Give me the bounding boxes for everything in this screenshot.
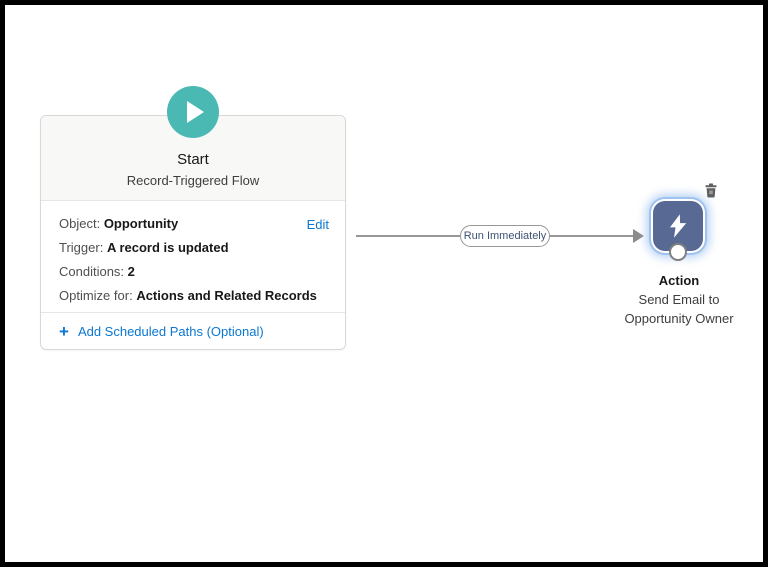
action-output-connector[interactable] [669, 243, 687, 261]
lightning-bolt-icon [669, 214, 687, 238]
field-object: Object: Opportunity [59, 212, 327, 236]
field-optimize-label: Optimize for: [59, 288, 133, 303]
trash-icon [705, 183, 717, 198]
delete-action-button[interactable] [704, 183, 718, 198]
action-description-line1: Send Email to [638, 292, 720, 307]
right-arrowhead-icon [633, 229, 644, 243]
plus-icon: + [59, 321, 69, 341]
field-trigger: Trigger: A record is updated [59, 236, 327, 260]
action-node-labels: Action Send Email to Opportunity Owner [603, 271, 755, 328]
add-scheduled-paths-link[interactable]: Add Scheduled Paths (Optional) [77, 323, 264, 339]
action-title: Action [658, 273, 700, 288]
start-play-icon [167, 86, 219, 138]
field-conditions-label: Conditions: [59, 264, 125, 279]
field-object-value: Opportunity [103, 216, 179, 231]
field-optimize-value: Actions and Related Records [136, 288, 317, 303]
action-description-line2: Opportunity Owner [624, 311, 734, 326]
field-optimize: Optimize for: Actions and Related Record… [59, 284, 327, 308]
edit-link[interactable]: Edit [306, 217, 329, 232]
add-scheduled-paths-row[interactable]: + Add Scheduled Paths (Optional) [41, 312, 345, 349]
action-node-icon[interactable] [653, 201, 703, 251]
start-subtitle: Record-Triggered Flow [126, 173, 260, 188]
start-card-body: Object: Opportunity Trigger: A record is… [41, 201, 345, 312]
start-title: Start [177, 151, 209, 168]
start-node-card[interactable]: Start Record-Triggered Flow Object: Oppo… [40, 115, 346, 350]
connector-label-pill: Run Immediately [460, 225, 550, 247]
play-triangle-icon [187, 101, 204, 123]
field-conditions: Conditions: 2 [59, 260, 327, 284]
field-trigger-label: Trigger: [59, 240, 104, 255]
field-conditions-value: 2 [127, 264, 135, 279]
field-trigger-value: A record is updated [106, 240, 229, 255]
field-object-label: Object: [59, 216, 101, 231]
